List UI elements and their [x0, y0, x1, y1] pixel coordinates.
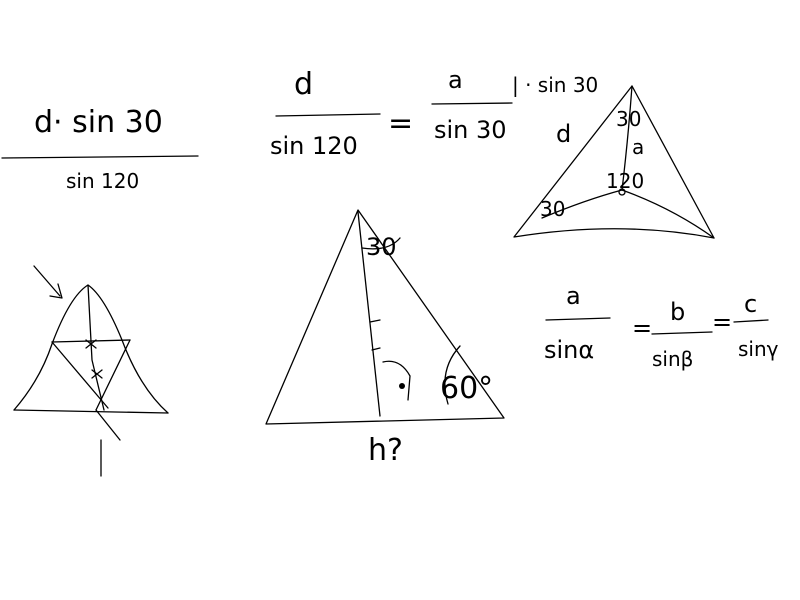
sketch-left-triangle: [13, 265, 169, 477]
triangle-segment-left: [541, 189, 623, 219]
triangle-segment-right: [621, 189, 715, 239]
triangle-outline: [513, 85, 715, 239]
frac-bar-c: [733, 319, 769, 323]
angle-arc-top: [361, 237, 401, 250]
arrow-head: [49, 283, 63, 299]
rhs-sin-gamma: sinγ: [738, 337, 779, 361]
angle-top-label: 30: [366, 233, 397, 261]
law-of-sines: a sinα = b sinβ = c sinγ: [544, 282, 779, 371]
center-point: [618, 188, 626, 196]
lhs-fraction-bar: [275, 113, 381, 117]
side-note-d: d: [556, 120, 571, 148]
cross-mark-1: [85, 339, 97, 349]
lhs-denominator: sin 120: [270, 132, 358, 160]
triangle-top-right: 30 a 120 30: [513, 85, 715, 239]
triangle-center: 30 60° h?: [265, 209, 505, 468]
angle-left-label: 30: [540, 197, 565, 221]
inner-left-line: [51, 341, 109, 409]
frac-bar-b: [651, 331, 713, 335]
fraction-left: d· sin 30 sin 120: [1, 105, 199, 193]
fraction-bar: [1, 155, 199, 159]
equals-2: =: [712, 308, 732, 336]
height-line: [357, 211, 381, 417]
right-angle-dot: [399, 383, 405, 389]
fraction-equation-top: d sin 120 = a sin 30 | · sin 30 d: [270, 66, 598, 160]
side-a-label: a: [632, 135, 644, 159]
tick-mark-1: [369, 319, 381, 323]
side-note: | · sin 30: [512, 73, 598, 97]
fraction-left-denominator: sin 120: [66, 169, 139, 193]
lhs-sin-alpha: sinα: [544, 336, 594, 364]
angle-middle-label: 120: [606, 169, 644, 193]
cross-mark-2: [91, 369, 103, 379]
tail-diagonal: [95, 409, 121, 441]
rhs-fraction-bar: [431, 102, 513, 105]
triangle-median: [621, 85, 633, 191]
rhs-numerator: a: [448, 66, 463, 94]
lhs-numerator: d: [294, 67, 313, 102]
angle-arc-right: [444, 345, 461, 405]
right-angle-arc: [382, 360, 411, 401]
arrow-shaft: [33, 265, 61, 297]
fraction-left-numerator: d· sin 30: [34, 105, 163, 140]
mid-b: b: [670, 298, 685, 326]
base-line: [13, 409, 169, 414]
rhs-c: c: [744, 290, 757, 318]
tick-mark-2: [371, 347, 381, 351]
equals-1: =: [632, 314, 652, 342]
lhs-a: a: [566, 282, 581, 310]
angle-right-label: 60°: [440, 371, 493, 406]
unknown-height-label: h?: [368, 433, 403, 468]
equals-sign: =: [388, 106, 413, 141]
angle-top-label: 30: [616, 107, 641, 131]
triangle-outline: [265, 209, 505, 425]
frac-bar-a: [545, 317, 611, 321]
mid-sin-beta: sinβ: [652, 347, 693, 371]
rhs-denominator: sin 30: [434, 116, 507, 144]
altitude-line: [87, 284, 105, 411]
